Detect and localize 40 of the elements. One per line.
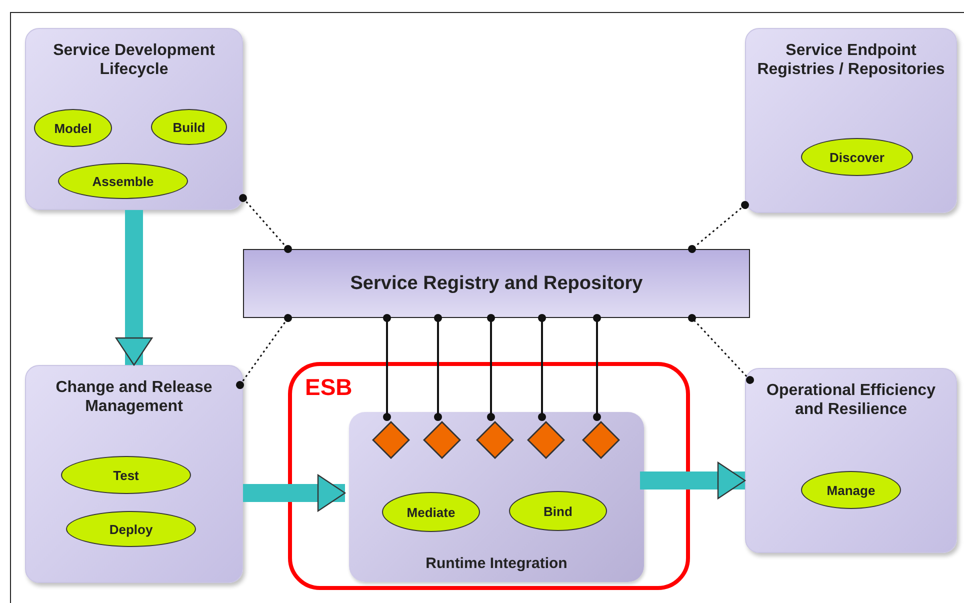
runtime-box [349, 412, 644, 582]
block-arrow [640, 462, 746, 500]
node-heading: Operational Efficiency and Resilience [766, 381, 936, 419]
connector [383, 314, 391, 421]
esb-boundary [288, 362, 690, 590]
connector [538, 314, 546, 421]
block-arrow [115, 210, 153, 366]
node-heading: Service Endpoint Registries / Repositories [756, 41, 946, 79]
block-arrow [243, 474, 346, 512]
node-label: Runtime Integration [424, 555, 568, 572]
dotted-connector [239, 194, 292, 253]
diamond [582, 421, 620, 459]
connector [434, 314, 442, 421]
node-heading: Change and Release Management [54, 378, 214, 416]
dotted-connector [688, 314, 754, 384]
node-label: Mediate [406, 504, 456, 520]
node-label: Service Registry and Repository [350, 272, 643, 294]
connector [487, 314, 495, 421]
process-card [25, 365, 243, 583]
diamond [476, 421, 514, 459]
dotted-connector [236, 314, 292, 389]
node-label: Bind [544, 504, 572, 518]
node-label: Build [172, 120, 206, 134]
diamond [527, 421, 565, 459]
diamond [372, 421, 410, 459]
node-label: Manage [826, 482, 876, 498]
node-label: Model [54, 120, 92, 136]
node-heading: Service Development Lifecycle [52, 41, 216, 79]
registry-bar [243, 249, 750, 318]
node-label: Test [113, 468, 139, 482]
diamond [423, 421, 461, 459]
node-label: Discover [830, 150, 884, 164]
connector [593, 314, 601, 421]
node-label: Deploy [109, 522, 153, 536]
group-label: ESB [305, 374, 352, 401]
process-card [745, 368, 957, 553]
dotted-connector [688, 201, 749, 253]
process-card [745, 28, 957, 213]
node-label: Assemble [92, 174, 154, 188]
process-card [25, 28, 243, 210]
